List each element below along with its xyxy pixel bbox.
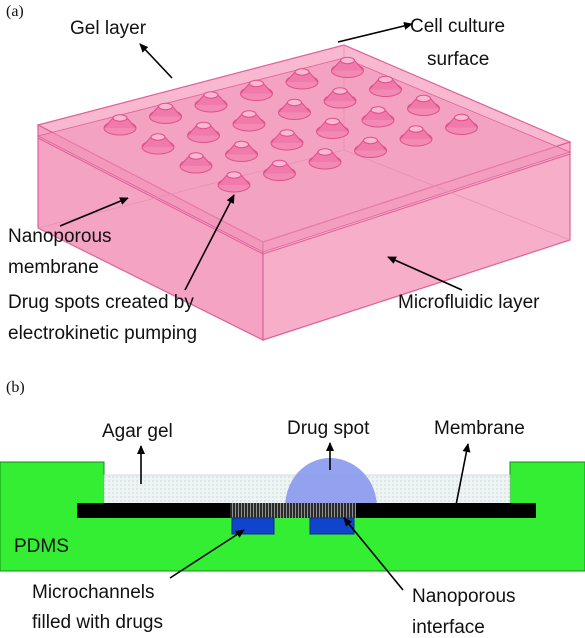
panel-a: (a) Gel layer Cell culture surface Nanop… <box>6 3 572 344</box>
label-drug-spots: Drug spots created by <box>8 292 194 313</box>
arrow-membrane <box>455 443 471 506</box>
drug-spot-cone <box>141 133 175 155</box>
drug-spot-cone <box>225 140 258 162</box>
label-drug-spot: Drug spot <box>287 418 370 439</box>
label-cell-culture-surface: surface <box>427 49 489 70</box>
drug-spot-cone <box>399 125 433 147</box>
label-nanoporous-b: Nanoporous <box>412 586 516 607</box>
block-back-edge <box>343 149 571 241</box>
label-cell-culture: Cell culture <box>410 16 505 37</box>
gel-block <box>36 44 572 341</box>
drug-spot-dome <box>285 458 377 509</box>
arrow-nanoporous-interface <box>343 517 404 591</box>
label-electrokinetic: electrokinetic pumping <box>8 323 197 344</box>
label-membrane-b: Membrane <box>434 418 525 439</box>
drug-spot-cone <box>149 102 182 124</box>
block-back-edge <box>37 149 345 229</box>
nanoporous-interface <box>230 503 356 518</box>
panel-a-tag: (a) <box>6 3 24 20</box>
label-filled-with-drugs: filled with drugs <box>32 612 163 633</box>
label-interface: interface <box>412 617 485 638</box>
label-gel-layer: Gel layer <box>70 18 147 39</box>
arrow-gel-layer <box>139 43 173 79</box>
membrane-edge-right <box>262 153 571 255</box>
microchannel-left <box>231 517 275 535</box>
arrow-cell-culture <box>337 22 413 43</box>
panel-b-tag: (b) <box>6 379 25 396</box>
drug-spot-cone <box>232 110 266 132</box>
drug-spot-cone <box>354 136 387 158</box>
drug-spot-cone <box>263 159 296 181</box>
label-agar-gel: Agar gel <box>102 421 173 442</box>
label-microfluidic-layer: Microfluidic layer <box>398 292 540 313</box>
drug-spot-cone <box>285 68 319 90</box>
arrow-nanoporous <box>59 197 129 227</box>
drug-spot-cone <box>316 117 349 139</box>
drug-spot-cone <box>187 121 220 143</box>
drug-spot-cone <box>278 98 311 120</box>
drug-spot-cone <box>407 94 440 116</box>
drug-spot-cone <box>361 106 395 128</box>
drug-spot-cone <box>445 113 478 135</box>
drug-spot-cone <box>194 91 228 113</box>
drug-spot-cone <box>308 148 342 170</box>
label-pdms: PDMS <box>14 536 69 557</box>
drug-spot-cone <box>369 75 402 97</box>
drug-spot-cone <box>323 87 357 109</box>
label-nanoporous: Nanoporous <box>8 226 112 247</box>
arrow-drug-spots <box>184 194 235 291</box>
membrane-edge-left <box>37 137 264 255</box>
label-membrane: membrane <box>8 257 99 278</box>
drug-spot-cone <box>270 129 304 151</box>
drug-spots <box>103 56 478 193</box>
arrow-microfluidic <box>387 256 463 291</box>
panel-b: (b) Agar gel Drug spot Membrane PDMS Mic… <box>0 379 585 638</box>
drug-spot-cone <box>240 79 273 101</box>
drug-spot-cone <box>331 56 364 78</box>
label-microchannels: Microchannels <box>32 582 155 603</box>
arrow-microchannels <box>169 529 245 579</box>
drug-spot-cone <box>103 114 137 136</box>
drug-spot-cone <box>217 171 251 193</box>
microchannel-right <box>309 517 355 535</box>
drug-spot-cone <box>179 152 213 174</box>
